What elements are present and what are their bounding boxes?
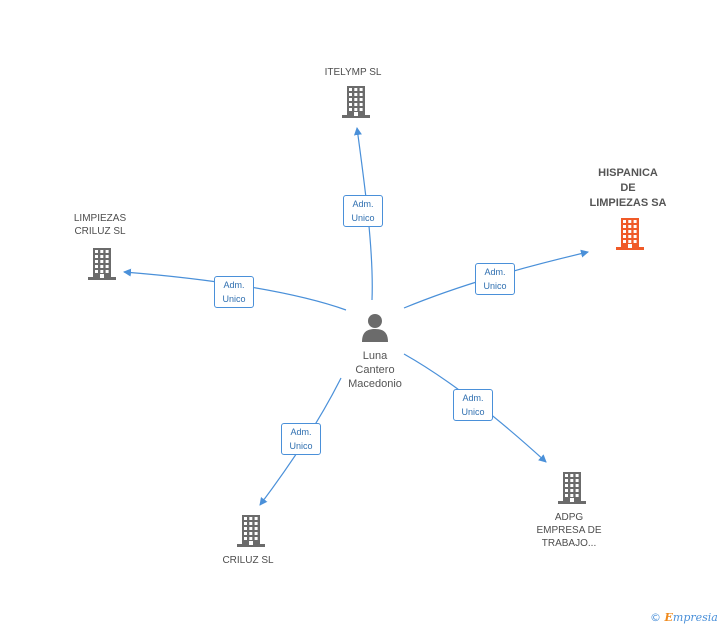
building-icon[interactable] [556,471,588,510]
footer-brand: © Empresia [650,611,718,624]
relation-box-criluz[interactable]: Adm. Unico [281,423,321,455]
brand-initial: E [664,611,673,624]
node-label-hispanica[interactable]: HISPANICA DE LIMPIEZAS SA [589,167,667,209]
node-label-adpg[interactable]: ADPG EMPRESA DE TRABAJO... [536,512,602,549]
node-label-criluz[interactable]: CRILUZ SL [222,555,274,566]
relation-box-itelymp[interactable]: Adm. Unico [343,195,383,227]
node-label-itelymp[interactable]: ITELYMP SL [324,67,382,78]
brand-name: mpresia [672,611,718,624]
relation-box-adpg[interactable]: Adm. Unico [453,389,493,421]
node-label-limpiezas-criluz[interactable]: LIMPIEZAS CRILUZ SL [73,213,127,237]
building-icon[interactable] [235,514,267,553]
person-icon[interactable] [361,313,389,343]
copyright-symbol: © [650,611,661,624]
center-person-label[interactable]: Luna Cantero Macedonio [348,350,402,390]
building-icon[interactable] [614,217,646,256]
relation-box-hispanica[interactable]: Adm. Unico [475,263,515,295]
building-icon[interactable] [340,85,372,124]
relation-box-limpiezas-criluz[interactable]: Adm. Unico [214,276,254,308]
building-icon[interactable] [86,247,118,286]
